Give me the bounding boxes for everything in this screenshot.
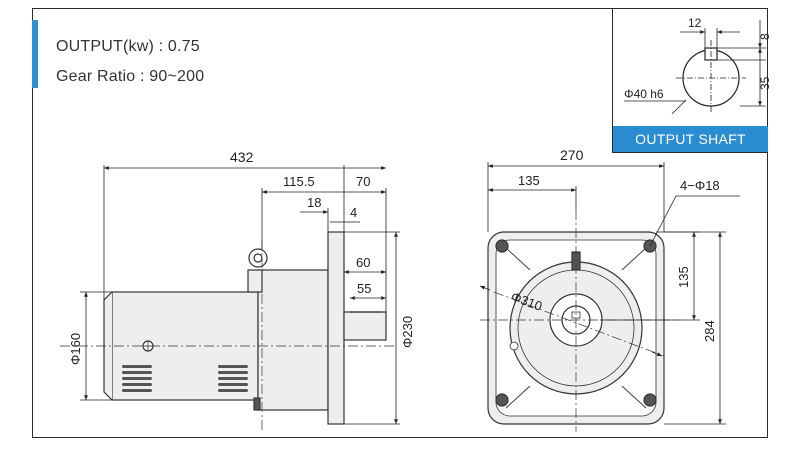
dim-70: 70	[356, 174, 370, 189]
dim-bolt-holes: 4−Φ18	[680, 178, 720, 193]
gearbox-housing	[257, 269, 329, 411]
dim-60: 60	[356, 255, 370, 270]
dim-115-5: 115.5	[283, 174, 315, 189]
gearbox-flange	[327, 231, 345, 425]
bolt-hole-tl	[495, 239, 509, 253]
output-shaft-panel	[612, 8, 768, 153]
front-dimensions	[479, 162, 740, 425]
output-shaft-title: OUTPUT SHAFT	[613, 126, 768, 152]
dim-432: 432	[230, 149, 254, 165]
dim-phi-230: Φ230	[400, 316, 415, 348]
output-shaft-detail	[624, 20, 766, 115]
dim-284: 284	[702, 320, 717, 342]
shaft-dim-8: 8	[758, 33, 772, 40]
bolt-hole-bl	[495, 393, 509, 407]
spec-accent-bar	[32, 20, 38, 88]
shaft-dim-diameter: Φ40 h6	[624, 87, 664, 101]
side-output-shaft	[343, 311, 387, 341]
dim-55: 55	[357, 281, 371, 296]
shaft-dim-12: 12	[688, 16, 702, 30]
side-view	[60, 231, 395, 430]
dim-135-vertical: 135	[676, 266, 691, 288]
shaft-dim-35: 35	[758, 76, 772, 90]
gear-ratio-spec: Gear Ratio : 90~200	[56, 68, 205, 85]
dim-phi-160: Φ160	[68, 333, 83, 365]
side-dimensions	[80, 165, 400, 425]
dim-270: 270	[560, 147, 584, 163]
front-view	[480, 210, 680, 432]
output-spec: OUTPUT(kw) : 0.75	[56, 38, 200, 55]
dim-135-horizontal: 135	[518, 173, 540, 188]
dim-18: 18	[307, 195, 321, 210]
motor-vents	[122, 365, 248, 392]
dim-4: 4	[350, 205, 357, 220]
bolt-hole-br	[643, 393, 657, 407]
